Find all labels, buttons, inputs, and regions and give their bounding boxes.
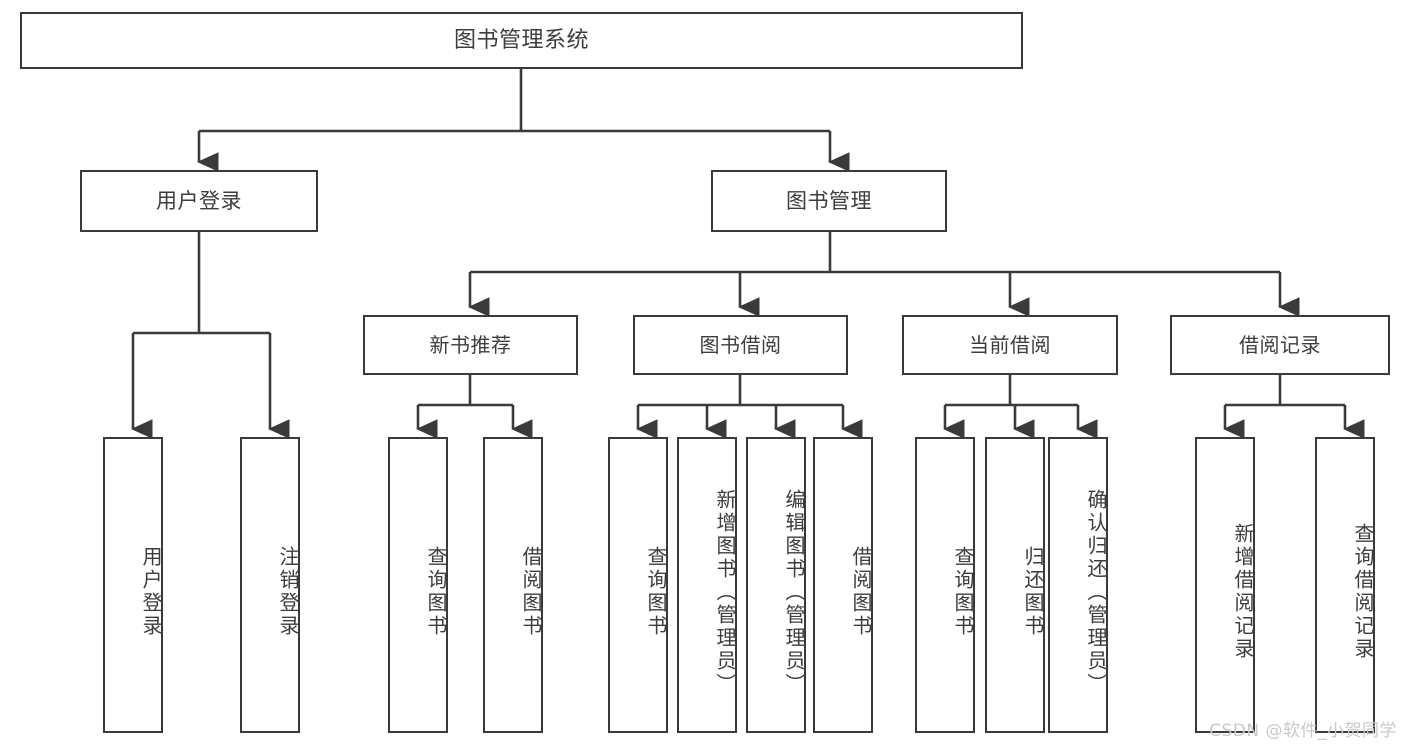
leaf-recommend-query-book-label: 查询图书 [424, 546, 448, 638]
node-current-borrow-label: 当前借阅 [969, 332, 1051, 357]
leaf-current-query-book-label: 查询图书 [951, 546, 975, 638]
leaf-borrow-query-book-label: 查询图书 [644, 546, 668, 638]
leaf-confirm-return-admin-label: 确认归还（管理员） [1084, 488, 1108, 696]
node-root[interactable]: 图书管理系统 [20, 12, 1023, 69]
leaf-current-query-book[interactable]: 查询图书 [915, 437, 975, 733]
leaf-edit-book-admin-label: 编辑图书（管理员） [782, 488, 806, 696]
node-root-label: 图书管理系统 [453, 27, 589, 53]
leaf-recommend-query-book[interactable]: 查询图书 [388, 437, 448, 733]
csdn-watermark: CSDN @软件_小贺同学 [1209, 721, 1397, 741]
leaf-add-book-admin-label: 新增图书（管理员） [713, 488, 737, 696]
leaf-user-login-label: 用户登录 [139, 546, 163, 638]
leaf-query-borrow-record-label: 查询借阅记录 [1351, 523, 1375, 661]
leaf-add-borrow-record[interactable]: 新增借阅记录 [1195, 437, 1255, 733]
node-new-book-recommend-label: 新书推荐 [429, 332, 512, 357]
leaf-return-book[interactable]: 归还图书 [985, 437, 1045, 733]
node-current-borrow[interactable]: 当前借阅 [902, 315, 1118, 375]
node-book-borrow[interactable]: 图书借阅 [633, 315, 848, 375]
node-book-management-label: 图书管理 [786, 188, 872, 213]
leaf-borrow-query-book[interactable]: 查询图书 [608, 437, 668, 733]
node-book-management[interactable]: 图书管理 [711, 170, 947, 232]
leaf-query-borrow-record[interactable]: 查询借阅记录 [1315, 437, 1375, 733]
leaf-confirm-return-admin[interactable]: 确认归还（管理员） [1048, 437, 1108, 733]
node-book-borrow-label: 图书借阅 [699, 332, 782, 357]
leaf-borrow-book[interactable]: 借阅图书 [813, 437, 873, 733]
leaf-borrow-book-label: 借阅图书 [849, 546, 873, 638]
leaf-add-borrow-record-label: 新增借阅记录 [1231, 523, 1255, 661]
leaf-user-logout[interactable]: 注销登录 [240, 437, 300, 733]
leaf-user-logout-label: 注销登录 [276, 546, 300, 638]
node-borrow-record[interactable]: 借阅记录 [1170, 315, 1390, 375]
leaf-recommend-borrow-book[interactable]: 借阅图书 [483, 437, 543, 733]
node-user-login[interactable]: 用户登录 [80, 170, 318, 232]
leaf-recommend-borrow-book-label: 借阅图书 [519, 546, 543, 638]
leaf-edit-book-admin[interactable]: 编辑图书（管理员） [746, 437, 806, 733]
leaf-user-login[interactable]: 用户登录 [103, 437, 163, 733]
leaf-return-book-label: 归还图书 [1021, 546, 1045, 638]
node-new-book-recommend[interactable]: 新书推荐 [363, 315, 578, 375]
node-borrow-record-label: 借阅记录 [1239, 332, 1321, 357]
node-user-login-label: 用户登录 [156, 188, 242, 213]
leaf-add-book-admin[interactable]: 新增图书（管理员） [677, 437, 737, 733]
